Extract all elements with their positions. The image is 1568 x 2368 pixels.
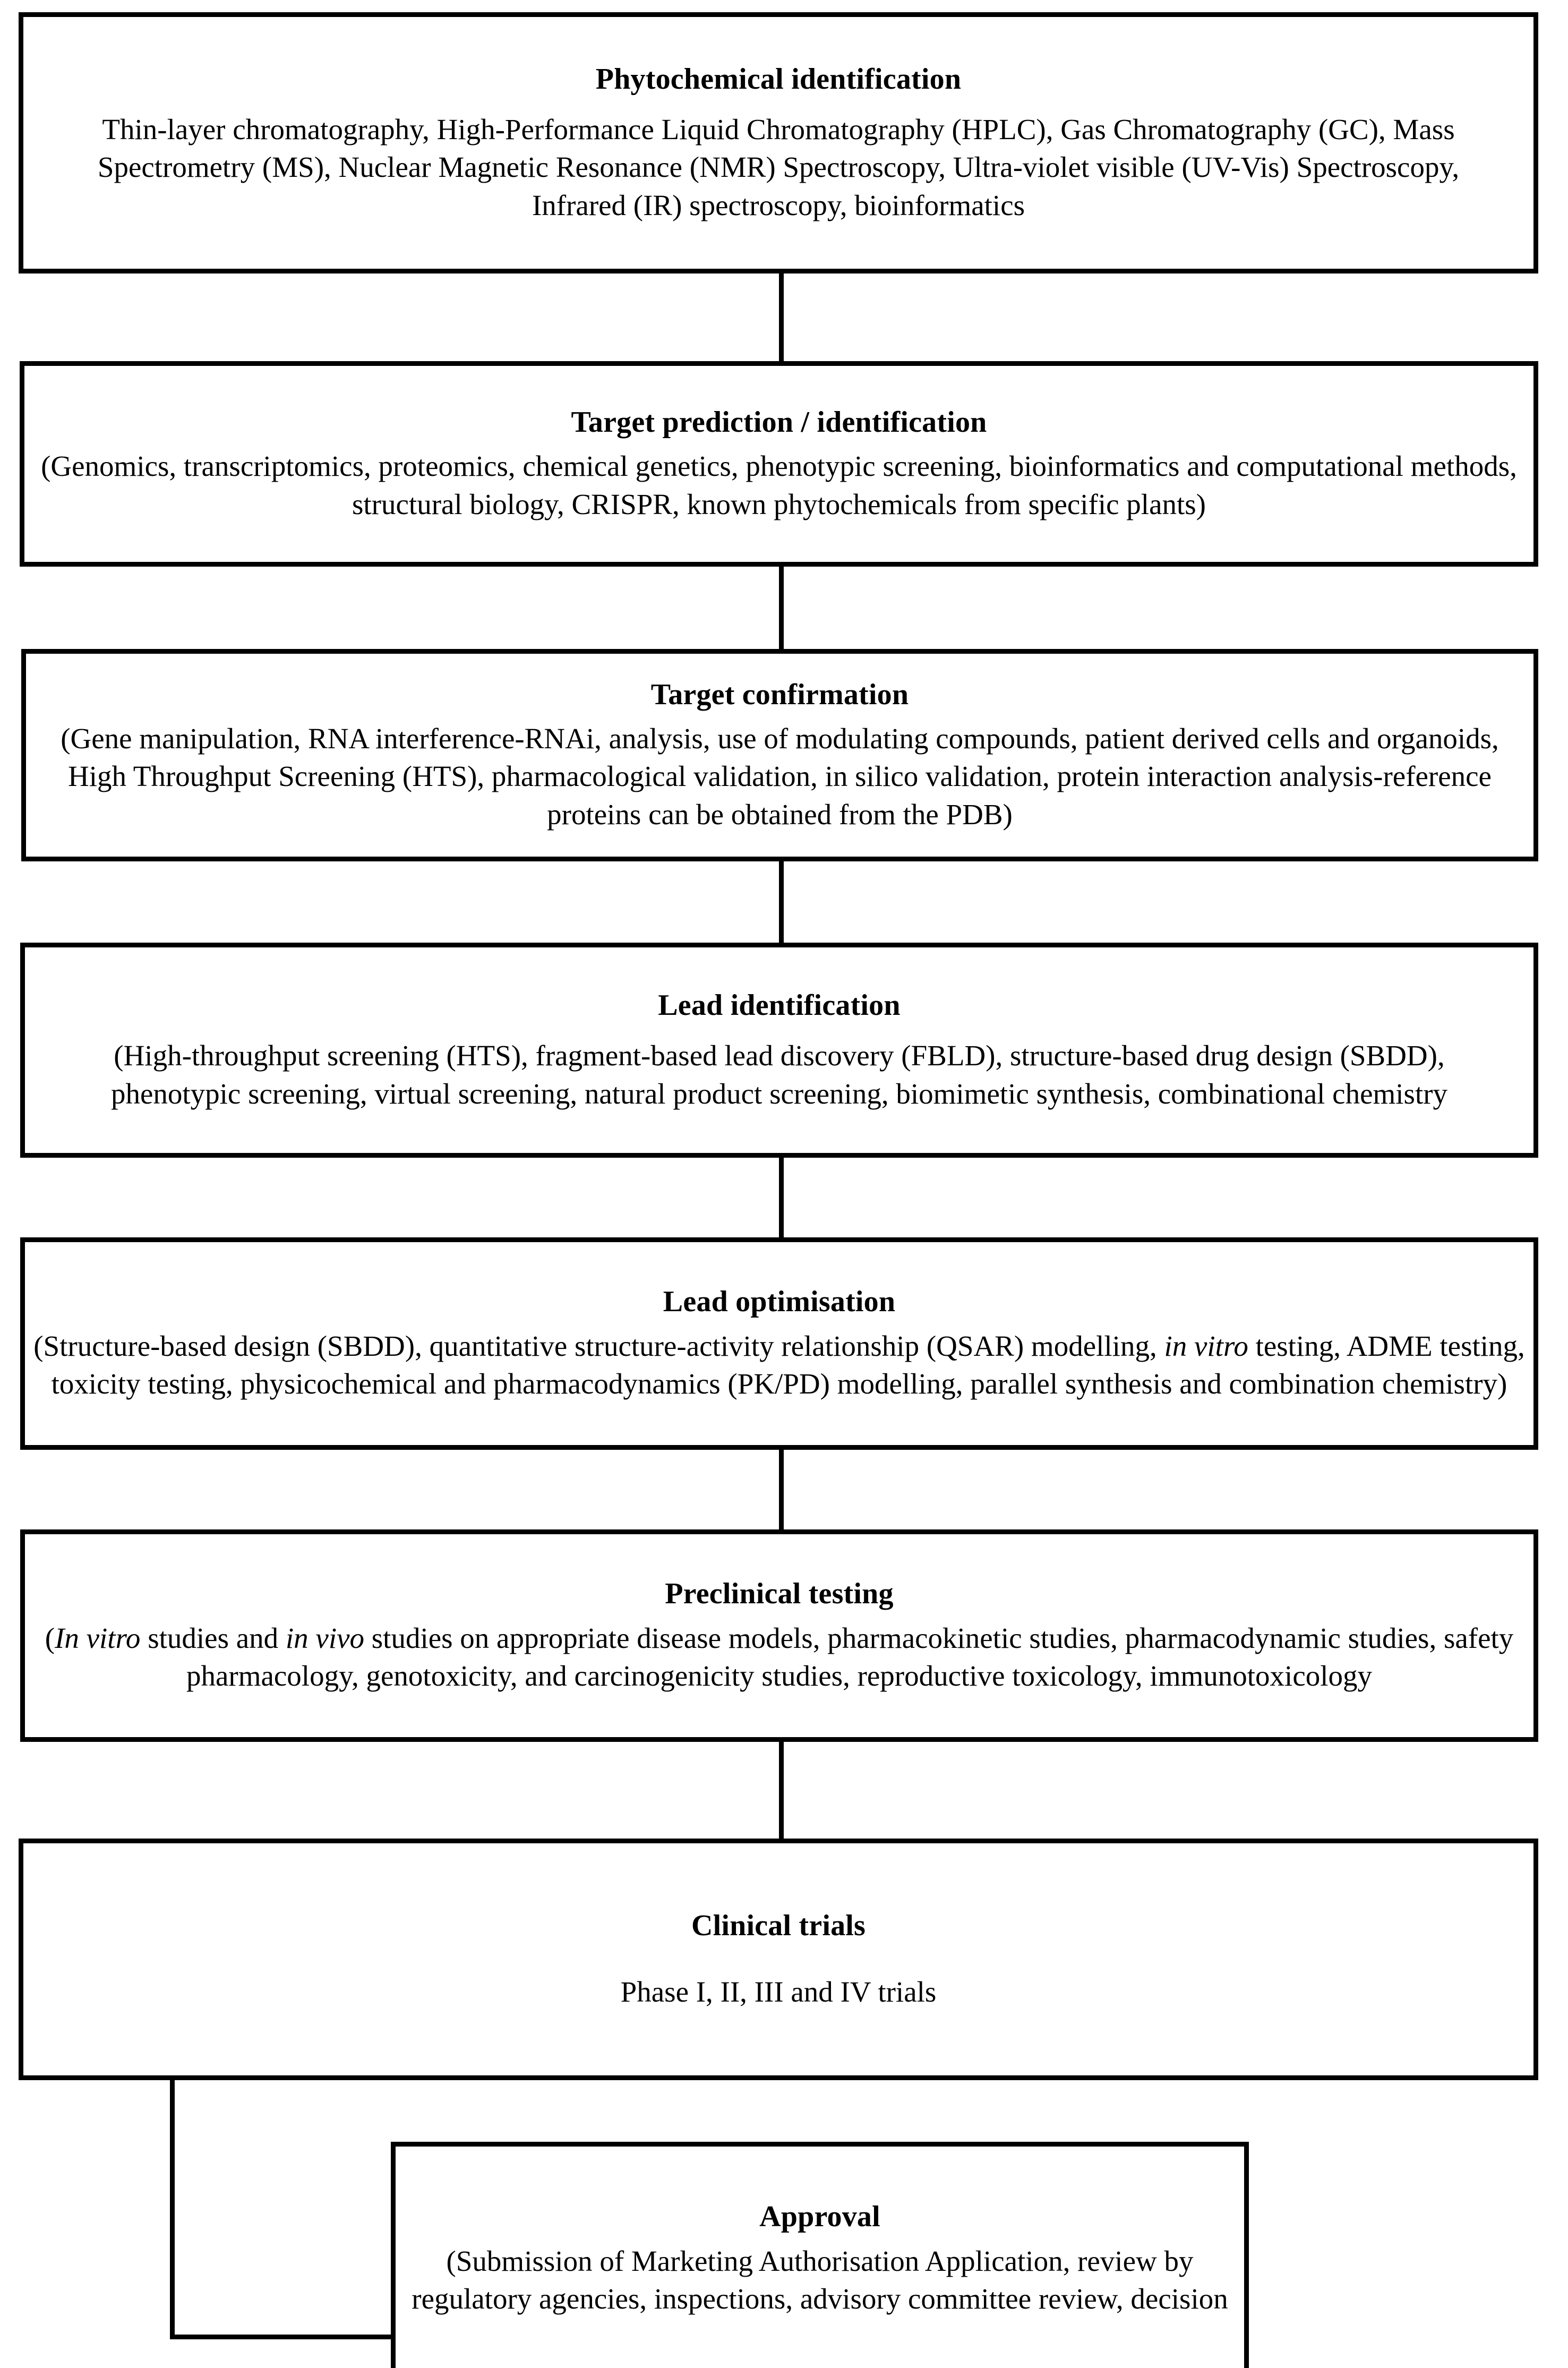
node-body-lead-optimisation: (Structure-based design (SBDD), quantita… — [27, 1327, 1532, 1403]
connector-3-4 — [779, 858, 784, 945]
node-body-italic-in-vivo: in vivo — [285, 1621, 365, 1654]
connector-7-8-vertical — [170, 2076, 175, 2339]
node-body-lead-identification: (High-throughput screening (HTS), fragme… — [110, 1039, 1448, 1110]
node-body-segment: testing, ADME testing, toxicity testing,… — [51, 1329, 1525, 1400]
node-title-phytochemical-identification: Phytochemical identification — [595, 62, 962, 96]
node-body-approval: (Submission of Marketing Authorisation A… — [412, 2244, 1228, 2315]
node-body-segment: studies on appropriate disease models, p… — [186, 1621, 1514, 1692]
node-title-lead-optimisation: Lead optimisation — [663, 1285, 896, 1319]
node-title-approval: Approval — [759, 2200, 880, 2234]
node-lead-optimisation[interactable]: Lead optimisation (Structure-based desig… — [20, 1237, 1538, 1450]
node-body-segment: studies and — [148, 1621, 279, 1654]
node-clinical-trials[interactable]: Clinical trials Phase I, II, III and IV … — [19, 1839, 1538, 2080]
node-title-clinical-trials: Clinical trials — [691, 1909, 866, 1942]
connector-1-2 — [779, 270, 784, 365]
node-body-clinical-trials: Phase I, II, III and IV trials — [620, 1975, 937, 2008]
connector-5-6 — [779, 1446, 784, 1534]
node-body-target-prediction-identification: (Genomics, transcriptomics, proteomics, … — [41, 450, 1517, 520]
node-body-preclinical-testing: (In vitro studies and in vivo studies on… — [35, 1619, 1524, 1695]
node-body-phytochemical-identification: Thin-layer chromatography, High-Performa… — [97, 113, 1460, 221]
node-phytochemical-identification[interactable]: Phytochemical identification Thin-layer … — [19, 12, 1538, 273]
node-title-preclinical-testing: Preclinical testing — [665, 1577, 894, 1611]
node-title-target-confirmation: Target confirmation — [650, 678, 909, 711]
node-target-prediction-identification[interactable]: Target prediction / identification (Geno… — [20, 361, 1538, 567]
connector-4-5 — [779, 1154, 784, 1242]
node-body-italic-in-vitro: In vitro — [55, 1621, 141, 1654]
node-target-confirmation[interactable]: Target confirmation (Gene manipulation, … — [21, 649, 1538, 861]
connector-2-3 — [779, 563, 784, 651]
connector-7-8-horizontal — [170, 2335, 396, 2339]
node-preclinical-testing[interactable]: Preclinical testing (In vitro studies an… — [20, 1529, 1538, 1742]
node-body-open-paren: ( — [45, 1621, 55, 1654]
connector-6-7 — [779, 1738, 784, 1842]
node-body-italic-in-vitro: in vitro — [1164, 1329, 1248, 1362]
node-body-target-confirmation: (Gene manipulation, RNA interference-RNA… — [61, 722, 1499, 831]
node-approval[interactable]: Approval (Submission of Marketing Author… — [391, 2142, 1249, 2368]
node-title-lead-identification: Lead identification — [658, 988, 901, 1022]
node-body-segment: (Structure-based design (SBDD), quantita… — [33, 1329, 1157, 1362]
node-lead-identification[interactable]: Lead identification (High-throughput scr… — [20, 943, 1538, 1158]
node-title-target-prediction-identification: Target prediction / identification — [571, 405, 987, 439]
